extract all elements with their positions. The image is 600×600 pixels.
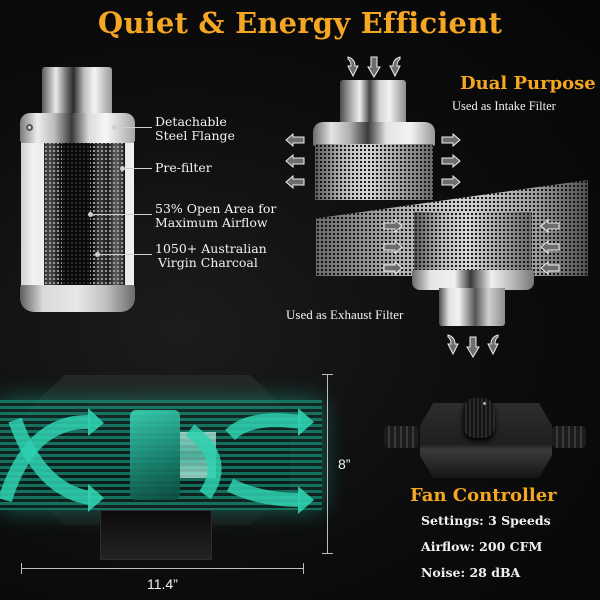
bolt-icon [26, 124, 33, 131]
spec-noise: Noise: 28 dBA [421, 565, 521, 580]
callout-text: Virgin Charcoal [158, 255, 258, 270]
filter-charcoal-core [62, 141, 90, 289]
exhaust-mesh [414, 212, 532, 272]
filter-flange [20, 113, 135, 143]
callout-text: Maximum Airflow [155, 215, 268, 230]
callout-leader [88, 212, 152, 217]
fan-controller-image [384, 398, 588, 480]
callout-prefilter: Pre-filter [155, 161, 212, 175]
length-dimension-label: 11.4” [147, 576, 178, 592]
height-dimension-label: 8” [338, 456, 351, 472]
arrow-right-icon [441, 175, 461, 189]
intake-mesh [315, 144, 433, 200]
arrow-right-icon [441, 133, 461, 147]
intake-neck [340, 80, 406, 126]
arrow-down-icon [466, 336, 480, 358]
callout-leader [112, 125, 152, 130]
callout-text: 1050+ Australian [155, 241, 267, 256]
exhaust-filter-label: Used as Exhaust Filter [286, 307, 404, 322]
spec-settings: Settings: 3 Speeds [421, 513, 551, 528]
carbon-filter-image [20, 67, 135, 312]
arrow-left-icon [540, 219, 560, 233]
callout-text: 53% Open Area for [155, 201, 277, 216]
callout-text: Detachable [155, 114, 227, 129]
arrow-down-curved-icon [446, 334, 460, 356]
filter-base [20, 285, 135, 312]
arrow-down-icon [367, 56, 381, 78]
arrow-down-curved-icon [486, 334, 500, 356]
spec-airflow: Airflow: 200 CFM [421, 539, 543, 554]
arrow-down-curved-icon [346, 56, 360, 78]
exhaust-neck [439, 288, 505, 326]
callout-text: Pre-filter [155, 160, 212, 175]
fan-controller-title: Fan Controller [410, 485, 557, 506]
dual-purpose-title: Dual Purpose [460, 73, 596, 94]
length-dimension-line [21, 563, 304, 574]
arrow-left-icon [285, 133, 305, 147]
callout-text: Steel Flange [155, 128, 235, 143]
airflow-arrows-icon [0, 408, 314, 514]
callout-leader [95, 252, 152, 257]
filter-neck [42, 67, 112, 117]
arrow-left-icon [285, 154, 305, 168]
arrow-right-icon [383, 240, 403, 254]
arrow-right-icon [383, 261, 403, 275]
callout-steel-flange: Detachable Steel Flange [155, 115, 235, 143]
exhaust-filter-image [412, 212, 534, 332]
controller-cable-left [384, 426, 418, 448]
arrow-left-icon [540, 261, 560, 275]
fan-mount-stand [100, 510, 212, 560]
intake-filter-image [313, 72, 435, 200]
exhaust-flange [412, 270, 534, 290]
arrow-down-curved-icon [388, 56, 402, 78]
height-dimension-line [322, 374, 333, 554]
callout-open-area: 53% Open Area for Maximum Airflow [155, 202, 276, 230]
arrow-left-icon [285, 175, 305, 189]
fan-impeller [130, 410, 180, 500]
intake-filter-label: Used as Intake Filter [452, 99, 556, 113]
speed-knob-icon [463, 398, 495, 438]
callout-charcoal: 1050+ Australian Virgin Charcoal [155, 242, 267, 270]
callout-leader [120, 166, 152, 171]
page-title: Quiet & Energy Efficient [97, 6, 503, 40]
arrow-left-icon [540, 240, 560, 254]
inline-fan-image [0, 370, 322, 570]
arrow-right-icon [441, 154, 461, 168]
intake-flange [313, 122, 435, 146]
arrow-right-icon [383, 219, 403, 233]
controller-cable-right [552, 426, 586, 448]
